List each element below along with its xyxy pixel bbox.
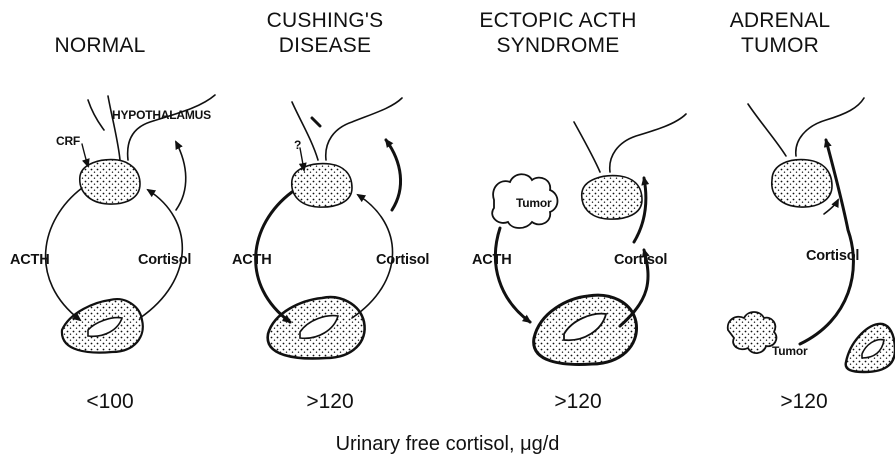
cortisol-label-adrenal: Cortisol [806, 248, 859, 264]
cortisol-label-normal: Cortisol [138, 252, 191, 268]
adrenal-tumor-panel [728, 98, 895, 372]
acth-arrow [46, 188, 82, 320]
crf-label: CRF [56, 134, 80, 148]
pituitary-gland [80, 160, 140, 204]
acth-label-ectopic: ACTH [472, 252, 511, 268]
pituitary-gland [582, 176, 642, 219]
acth-label-cushings: ACTH [232, 252, 271, 268]
value-ectopic: >120 [518, 390, 638, 414]
tumor-label-adrenal: Tumor [772, 344, 807, 358]
cortisol-label-ectopic: Cortisol [614, 252, 667, 268]
ectopic-panel [492, 114, 686, 364]
pituitary-gland [772, 160, 832, 207]
acth-arrow [495, 228, 530, 322]
value-cushings: >120 [270, 390, 390, 414]
axis-label: Urinary free cortisol, μg/d [0, 433, 895, 456]
cushings-panel [256, 98, 402, 358]
acth-label-normal: ACTH [10, 252, 49, 268]
value-normal: <100 [50, 390, 170, 414]
cortisol-label-cushings: Cortisol [376, 252, 429, 268]
question-label: ? [294, 138, 301, 152]
value-adrenal: >120 [744, 390, 864, 414]
hypothalamus-label: HYPOTHALAMUS [112, 108, 211, 122]
tumor [728, 312, 777, 353]
pituitary-gland [292, 164, 352, 207]
tumor-label-ectopic: Tumor [516, 196, 551, 210]
hypothalamus-outline [88, 100, 104, 130]
